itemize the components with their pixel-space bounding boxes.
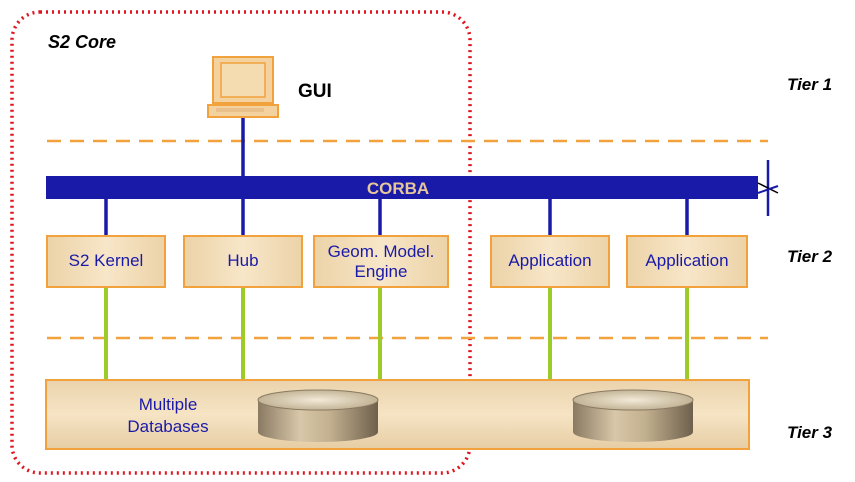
component-label-line2: Engine: [355, 262, 408, 281]
tier-2-label: Tier 2: [787, 247, 833, 266]
tier-1-label: Tier 1: [787, 75, 832, 94]
component-application-2: Application: [626, 235, 748, 288]
bus-terminator-icon: [757, 160, 779, 216]
s2-core-label: S2 Core: [48, 32, 116, 52]
database-label-line1: Multiple: [139, 395, 198, 414]
database-cylinder-icon: [572, 389, 694, 442]
corba-label: CORBA: [367, 179, 429, 198]
s2-core-boundary: [10, 10, 472, 475]
component-label: S2 Kernel: [69, 251, 144, 270]
database-cylinder-icon: [257, 389, 379, 442]
tier-3-label: Tier 3: [787, 423, 833, 442]
component-s2-kernel: S2 Kernel: [46, 235, 166, 288]
computer-monitor-icon: [207, 56, 279, 118]
component-label-line1: Geom. Model.: [328, 242, 435, 261]
corba-bus: [46, 176, 758, 199]
component-label: Application: [645, 251, 728, 270]
database-label-line2: Databases: [127, 417, 208, 436]
database-links: [104, 287, 689, 380]
component-label: Hub: [227, 251, 258, 270]
component-hub: Hub: [183, 235, 303, 288]
bus-links: [104, 92, 689, 235]
component-geom-model-engine: Geom. Model. Engine: [313, 235, 449, 288]
component-label: Application: [508, 251, 591, 270]
gui-label: GUI: [298, 81, 332, 102]
component-application-1: Application: [490, 235, 610, 288]
